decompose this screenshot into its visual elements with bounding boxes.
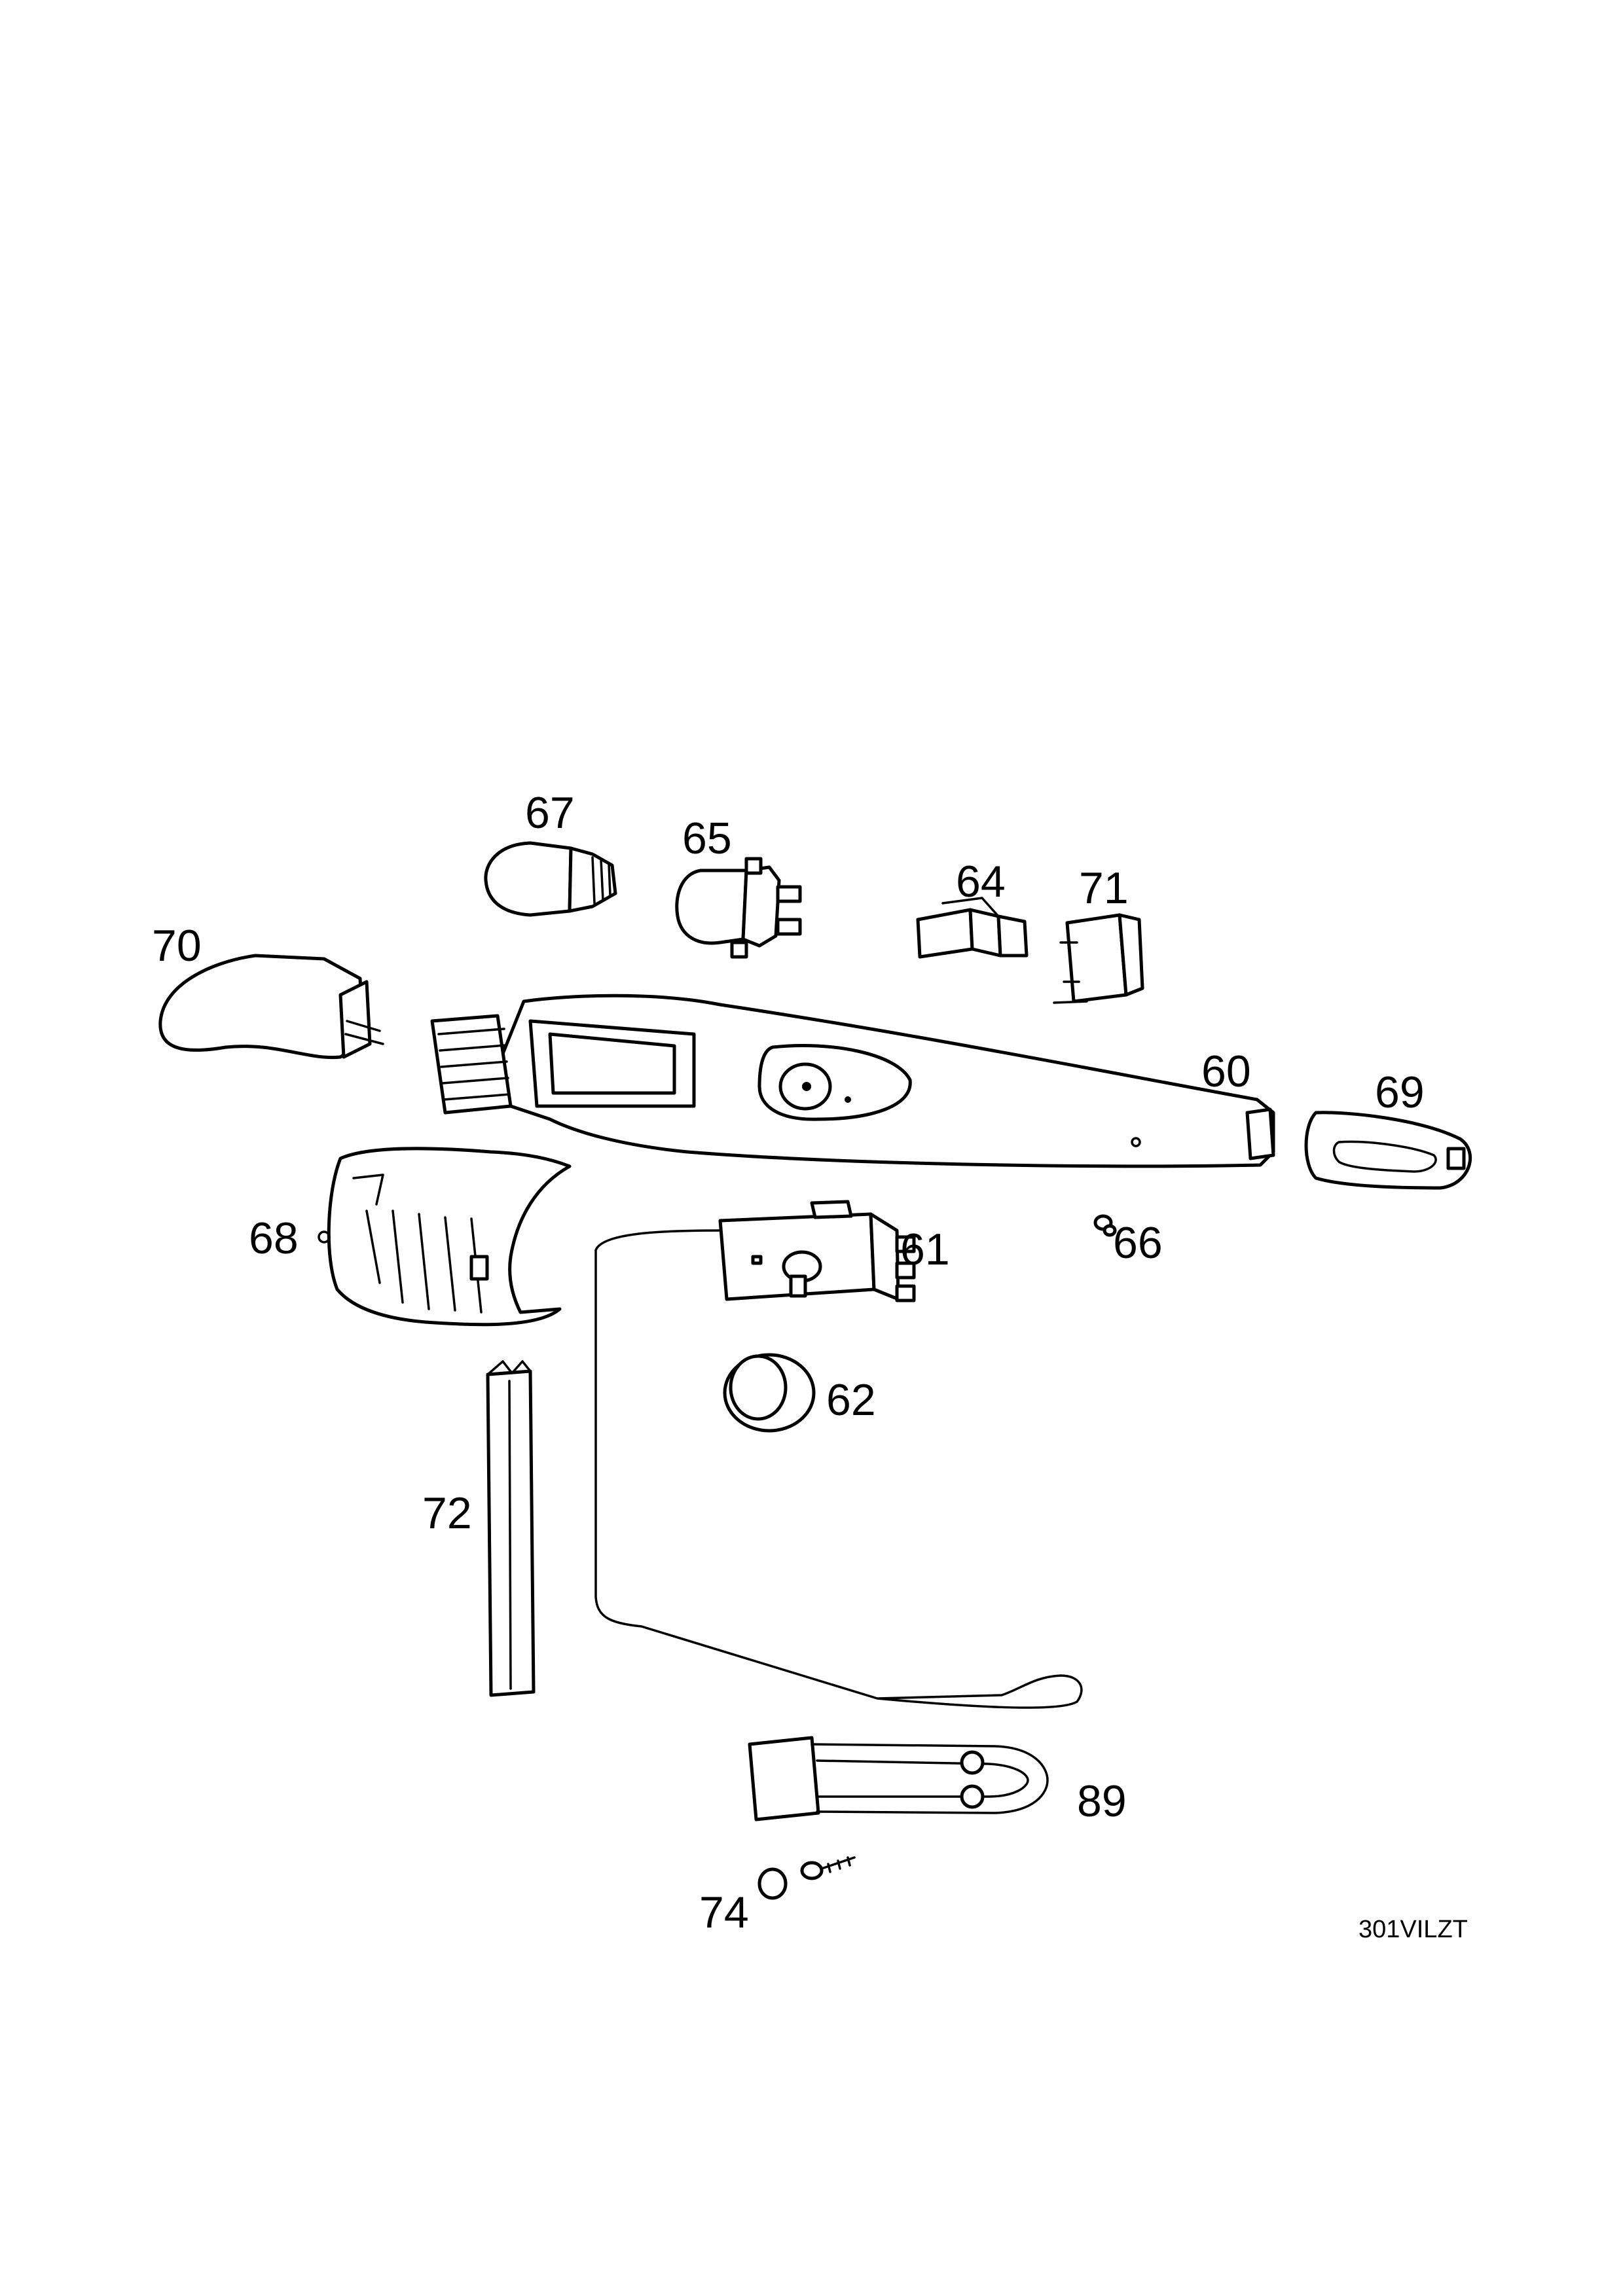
label-65: 65 bbox=[682, 814, 732, 863]
part-71-clip-bracket bbox=[1053, 913, 1144, 1004]
part-66-screw bbox=[1093, 1214, 1117, 1237]
label-64: 64 bbox=[956, 857, 1006, 906]
part-89-heater-element bbox=[748, 1736, 1049, 1821]
part-62-knob bbox=[723, 1353, 816, 1433]
part-65-lamp-holder bbox=[675, 857, 802, 959]
label-70: 70 bbox=[152, 921, 202, 971]
part-72-seal-strip bbox=[486, 1360, 536, 1697]
part-64-switch bbox=[916, 897, 1029, 959]
label-71: 71 bbox=[1079, 863, 1129, 913]
label-67: 67 bbox=[525, 788, 575, 838]
drawing-code: 301VILZT bbox=[1359, 1916, 1468, 1943]
label-61: 61 bbox=[900, 1225, 950, 1274]
label-89: 89 bbox=[1077, 1776, 1127, 1826]
part-70-end-cap bbox=[158, 954, 384, 1060]
label-62: 62 bbox=[826, 1375, 876, 1425]
label-66: 66 bbox=[1113, 1218, 1163, 1268]
label-68: 68 bbox=[249, 1213, 299, 1263]
part-69-lens-cap bbox=[1304, 1111, 1472, 1190]
label-74: 74 bbox=[699, 1888, 749, 1937]
part-60-housing bbox=[430, 994, 1275, 1168]
label-72: 72 bbox=[422, 1488, 472, 1538]
part-67-lamp-bulb bbox=[484, 841, 617, 917]
label-69: 69 bbox=[1375, 1067, 1425, 1117]
part-68-lamp-cover bbox=[318, 1147, 572, 1327]
part-74-washer-screw bbox=[757, 1856, 856, 1900]
label-60: 60 bbox=[1201, 1047, 1251, 1096]
part-61-thermostat bbox=[594, 1200, 1083, 1709]
